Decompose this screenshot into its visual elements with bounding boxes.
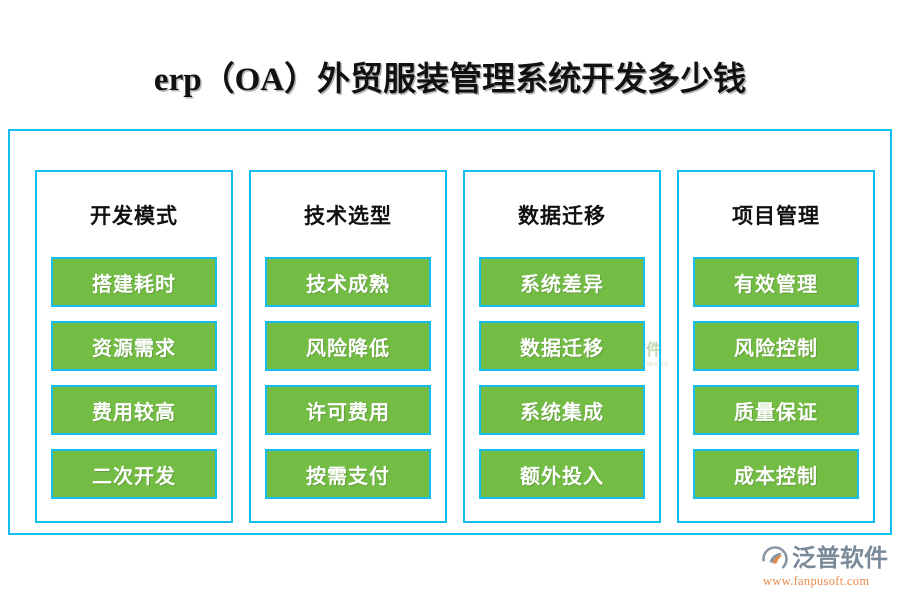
item-box[interactable]: 有效管理 [693, 257, 859, 307]
diagram-column-4: 项目管理 有效管理 风险控制 质量保证 成本控制 [677, 170, 875, 523]
fanpu-logo-icon [762, 545, 788, 572]
diagram-columns: 开发模式 搭建耗时 资源需求 费用较高 二次开发 技术选型 技术成熟 风险降低 … [35, 170, 875, 523]
item-box[interactable]: 质量保证 [693, 385, 859, 435]
diagram-column-2: 技术选型 技术成熟 风险降低 许可费用 按需支付 [249, 170, 447, 523]
column-header-2: 技术选型 [304, 204, 392, 228]
column-item-list-4: 有效管理 风险控制 质量保证 成本控制 [679, 257, 873, 499]
item-box[interactable]: 成本控制 [693, 449, 859, 499]
item-box[interactable]: 数据迁移 [479, 321, 645, 371]
diagram-outer-frame [8, 129, 892, 535]
item-box[interactable]: 技术成熟 [265, 257, 431, 307]
item-box[interactable]: 资源需求 [51, 321, 217, 371]
item-box[interactable]: 风险降低 [265, 321, 431, 371]
item-box[interactable]: 按需支付 [265, 449, 431, 499]
item-box[interactable]: 风险控制 [693, 321, 859, 371]
item-box[interactable]: 系统集成 [479, 385, 645, 435]
item-box[interactable]: 费用较高 [51, 385, 217, 435]
brand-name-cn: 泛普软件 [792, 544, 888, 572]
column-header-4: 项目管理 [732, 204, 820, 228]
page-title: erp（OA）外贸服装管理系统开发多少钱 [153, 62, 747, 98]
item-box[interactable]: 系统差异 [479, 257, 645, 307]
column-header-1: 开发模式 [90, 204, 178, 228]
column-item-list-1: 搭建耗时 资源需求 费用较高 二次开发 [37, 257, 231, 499]
item-box[interactable]: 搭建耗时 [51, 257, 217, 307]
brand-row: 泛普软件 [762, 545, 894, 572]
diagram-column-3: 数据迁移 系统差异 数据迁移 系统集成 额外投入 [463, 170, 661, 523]
column-header-3: 数据迁移 [518, 204, 606, 228]
item-box[interactable]: 二次开发 [51, 449, 217, 499]
item-box[interactable]: 许可费用 [265, 385, 431, 435]
brand-logo[interactable]: 泛普软件 www.fanpusoft.com [762, 545, 894, 589]
brand-url[interactable]: www.fanpusoft.com [763, 574, 870, 588]
diagram-column-1: 开发模式 搭建耗时 资源需求 费用较高 二次开发 [35, 170, 233, 523]
column-item-list-3: 系统差异 数据迁移 系统集成 额外投入 [465, 257, 659, 499]
item-box[interactable]: 额外投入 [479, 449, 645, 499]
column-item-list-2: 技术成熟 风险降低 许可费用 按需支付 [251, 257, 445, 499]
